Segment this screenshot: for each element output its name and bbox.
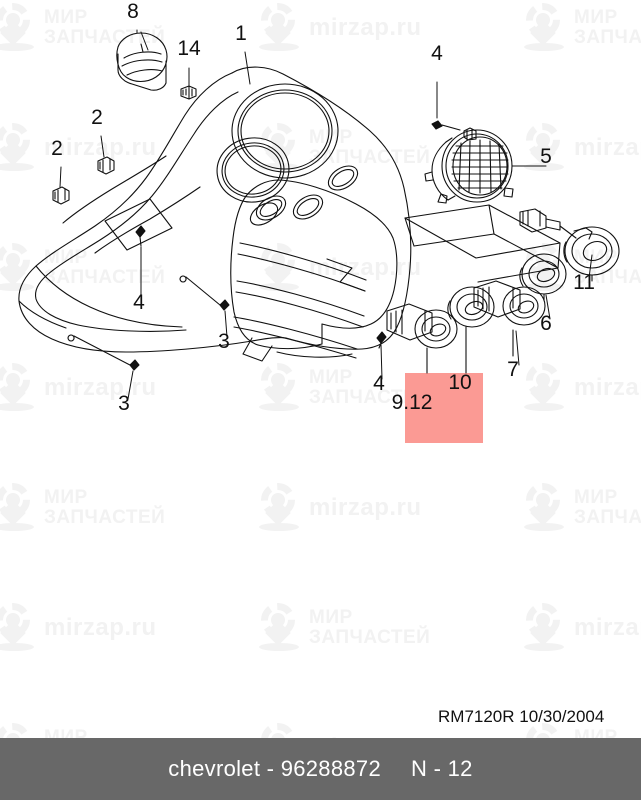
callout-8: 8: [127, 0, 139, 23]
screw-fasteners: [67, 225, 387, 371]
part-6-bezel-ring: [519, 253, 567, 301]
watermark-tile: mirzap.ru: [257, 242, 422, 294]
mirzap-location-pin-logo: [257, 2, 303, 54]
mirzap-location-pin-logo: [0, 482, 38, 534]
instrument-cluster-gauges: [216, 83, 339, 203]
watermark-text-latin: mirzap.ru: [44, 614, 157, 642]
footer-page-ref: N - 12: [410, 756, 473, 781]
watermark-tile: mirzap.ru: [0, 122, 157, 174]
watermark-text-latin: mirzap.ru: [44, 134, 157, 162]
dashboard-panel-outline: [18, 66, 412, 353]
watermark-tile: mirzap.ru: [257, 722, 422, 738]
mirzap-location-pin-logo: [0, 722, 38, 738]
callout-1: 1: [235, 22, 247, 45]
mirzap-location-pin-logo: [522, 242, 568, 294]
mirzap-location-pin-logo: [257, 362, 303, 414]
watermark-text-latin: mirzap.ru: [574, 374, 641, 402]
mirzap-location-pin-logo: [522, 722, 568, 738]
mirzap-location-pin-logo: [257, 602, 303, 654]
footer-brand-part: chevrolet - 96288872: [168, 756, 381, 781]
center-console-stack: [230, 179, 398, 362]
callout-11: 11: [573, 271, 595, 294]
part-7-lighter-assembly: [473, 280, 546, 357]
mirzap-location-pin-logo: [0, 362, 38, 414]
watermark-text-latin: mirzap.ru: [309, 254, 422, 282]
callout-5: 5: [540, 145, 552, 168]
watermark-tile: mirzap.ru: [0, 602, 157, 654]
mirzap-location-pin-logo: [0, 242, 38, 294]
watermark-text-latin: mirzap.ru: [309, 494, 422, 522]
callout-2: 2: [91, 106, 103, 129]
watermark-layer: МИРЗАПЧАСТЕЙmirzap.ruМИРЗАПЧАСТЕЙmirzap.…: [0, 2, 641, 738]
callout-14: 14: [177, 37, 201, 60]
footer-bar: chevrolet - 96288872 N - 12: [0, 738, 641, 800]
center-vent-openings: [249, 165, 359, 226]
mirzap-location-pin-logo: [522, 122, 568, 174]
mirzap-location-pin-logo: [522, 362, 568, 414]
part-11-power-socket: [563, 226, 620, 282]
part-5-speaker-grille: [424, 127, 514, 204]
watermark-text-latin: mirzap.ru: [574, 614, 641, 642]
mirzap-location-pin-logo: [0, 602, 38, 654]
drawing-number: RM7120R 10/30/2004: [438, 707, 604, 726]
mirzap-location-pin-logo: [257, 242, 303, 294]
part-9-12-lighter-assembly: [386, 303, 458, 374]
part-10-bezel-ring: [447, 286, 495, 374]
callout-3: 3: [118, 392, 130, 415]
watermark-tile: mirzap.ru: [257, 2, 422, 54]
callout-6: 6: [540, 312, 552, 335]
watermark-tile: mirzap.ru: [522, 362, 641, 414]
part-14-clip: [180, 85, 197, 100]
watermark-tile: mirzap.ru: [0, 362, 157, 414]
mirzap-location-pin-logo: [0, 2, 38, 54]
part-2-clips: [52, 156, 115, 205]
mirzap-location-pin-logo: [522, 482, 568, 534]
callout-4: 4: [431, 42, 443, 65]
mirzap-location-pin-logo: [257, 722, 303, 738]
callout-3: 3: [218, 330, 230, 353]
part-4-screw-upper: [431, 81, 461, 131]
watermark-text-latin: mirzap.ru: [574, 134, 641, 162]
callout-7: 7: [507, 358, 519, 381]
part-8-cover: [116, 32, 168, 91]
callout-2: 2: [51, 137, 63, 160]
callout-leader-lines: [59, 29, 593, 400]
mirzap-location-pin-logo: [522, 2, 568, 54]
callout-4: 4: [373, 372, 385, 395]
wiring-harness-bracket: [404, 204, 577, 283]
mirzap-location-pin-logo: [0, 122, 38, 174]
mirzap-location-pin-logo: [522, 602, 568, 654]
watermark-tile: mirzap.ru: [522, 602, 641, 654]
highlight-region: [405, 373, 483, 443]
watermark-tile: mirzap.ru: [257, 482, 422, 534]
callout-4: 4: [133, 291, 145, 314]
mirzap-location-pin-logo: [257, 122, 303, 174]
watermark-text-latin: mirzap.ru: [309, 14, 422, 42]
watermark-tile: mirzap.ru: [522, 122, 641, 174]
mirzap-location-pin-logo: [257, 482, 303, 534]
watermark-text-latin: mirzap.ru: [44, 374, 157, 402]
